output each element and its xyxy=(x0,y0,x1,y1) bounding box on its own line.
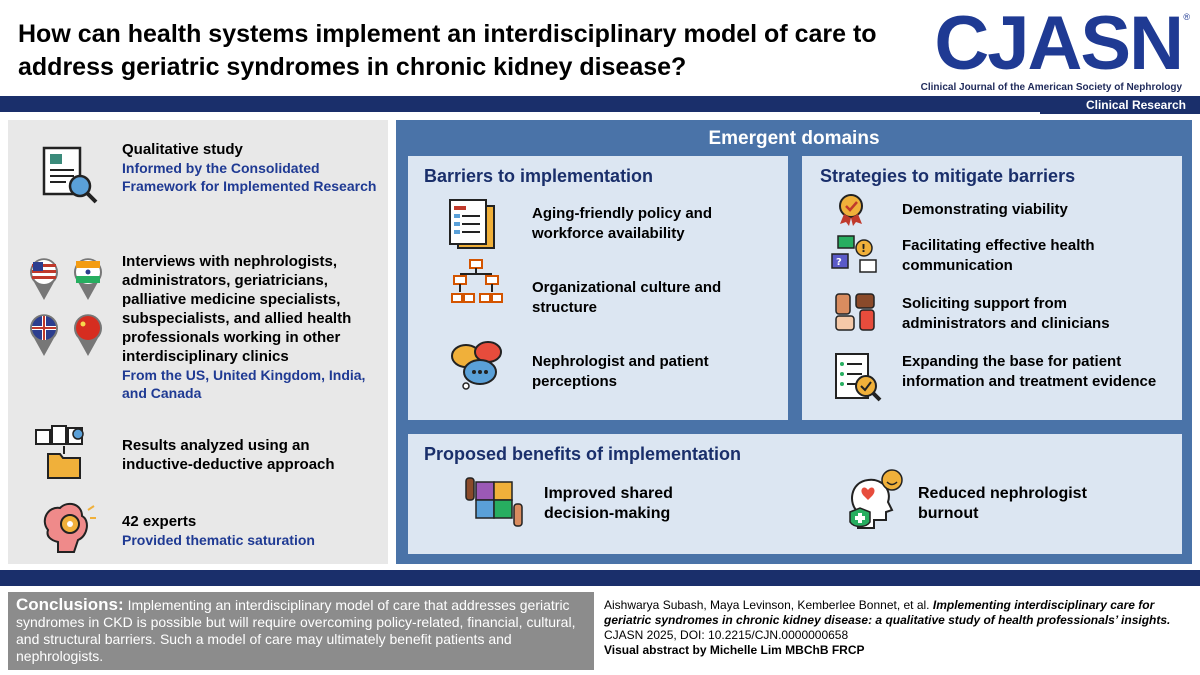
folder-analysis-icon xyxy=(34,422,94,482)
citation-authors: Aishwarya Subash, Maya Levinson, Kemberl… xyxy=(604,598,933,612)
strategies-box: Strategies to mitigate barriers Demonstr… xyxy=(802,156,1182,420)
svg-text:?: ? xyxy=(836,257,842,268)
award-badge-icon xyxy=(834,192,868,226)
document-search-icon xyxy=(38,144,102,208)
method-experts: 42 experts Provided thematic saturation xyxy=(122,512,362,549)
strategy-item: Facilitating effective health communicat… xyxy=(902,237,1095,274)
conclusions-label: Conclusions: xyxy=(16,595,124,614)
journal-logo: CJASN xyxy=(934,1,1184,86)
methods-panel: Qualitative study Informed by the Consol… xyxy=(8,120,388,564)
barrier-item: Nephrologist and patient perceptions xyxy=(532,353,709,390)
journal-name: Clinical Journal of the American Society… xyxy=(920,82,1182,93)
speech-bubbles-icon xyxy=(446,338,506,392)
checklist-search-icon xyxy=(832,352,882,404)
visual-abstract-credit: Visual abstract by Michelle Lim MBChB FR… xyxy=(604,643,865,657)
method-qualitative: Qualitative study Informed by the Consol… xyxy=(122,140,382,195)
method-title: Interviews with nephrologists, administr… xyxy=(122,253,352,365)
benefit-item: Reduced nephrologist burnout xyxy=(918,485,1087,522)
header-divider-bar xyxy=(0,96,1200,112)
page-title: How can health systems implement an inte… xyxy=(18,20,877,81)
barriers-box: Barriers to implementation Aging-friendl… xyxy=(408,156,788,420)
benefits-title: Proposed benefits of implementation xyxy=(424,444,742,464)
barrier-item: Organizational culture and structure xyxy=(532,279,722,316)
registered-mark: ® xyxy=(1183,12,1190,22)
method-subtitle: Informed by the Consolidated Framework f… xyxy=(122,160,377,194)
strategy-item: Demonstrating viability xyxy=(902,201,1068,218)
country-flag-pins-icon xyxy=(24,252,114,362)
org-chart-icon xyxy=(448,256,504,312)
method-interviews: Interviews with nephrologists, administr… xyxy=(122,252,384,402)
strategy-item: Expanding the base for patient informati… xyxy=(902,353,1157,390)
policy-document-icon xyxy=(444,196,500,252)
footer-divider-bar xyxy=(0,570,1200,586)
barriers-title: Barriers to implementation xyxy=(424,166,654,186)
barrier-item: Aging-friendly policy and workforce avai… xyxy=(532,205,713,242)
strategies-title: Strategies to mitigate barriers xyxy=(820,166,1076,186)
citation-journal: CJASN 2025, DOI: 10.2215/CJN.0000000658 xyxy=(604,628,849,642)
domains-heading: Emergent domains xyxy=(708,128,880,149)
brain-gear-icon xyxy=(38,500,98,556)
method-title: Results analyzed using an inductive-dedu… xyxy=(122,437,335,473)
puzzle-hands-icon xyxy=(464,474,524,530)
section-tag: Clinical Research xyxy=(1040,96,1200,114)
conclusions-box: Conclusions: Implementing an interdiscip… xyxy=(8,592,594,670)
citation: Aishwarya Subash, Maya Levinson, Kemberl… xyxy=(604,598,1194,658)
citation-title: Implementing interdisciplinary care for … xyxy=(604,598,1171,627)
strategy-item: Soliciting support from administrators a… xyxy=(902,295,1110,332)
method-subtitle: Provided thematic saturation xyxy=(122,532,315,548)
method-subtitle: From the US, United Kingdom, India, and … xyxy=(122,367,366,401)
benefit-item: Improved shared decision-making xyxy=(544,485,673,522)
method-title: Qualitative study xyxy=(122,141,243,158)
conclusions-text: Implementing an interdisciplinary model … xyxy=(16,597,576,664)
communication-icon: ! ? xyxy=(830,234,880,276)
wellbeing-head-icon xyxy=(844,468,908,532)
svg-text:!: ! xyxy=(861,242,866,255)
joined-hands-icon xyxy=(832,290,878,334)
method-title: 42 experts xyxy=(122,513,197,530)
benefits-box: Proposed benefits of implementation Impr… xyxy=(408,434,1182,554)
method-analysis: Results analyzed using an inductive-dedu… xyxy=(122,436,362,474)
